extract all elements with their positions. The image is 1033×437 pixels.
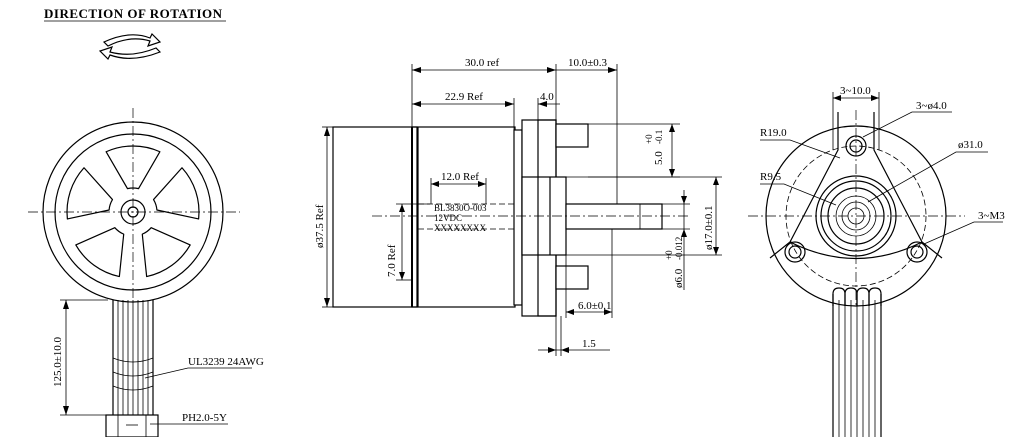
bolt-circle-leader [867,151,988,203]
front-window [141,227,191,278]
drawing-title: DIRECTION OF ROTATION [44,6,223,21]
motor-label-voltage: 12VDC [434,213,462,223]
motor-label-model: BL3830O-003 [434,203,487,213]
radius-outer-leader [760,139,841,159]
radius-inner-label: R9.5 [760,171,782,183]
cable-spec-leader [144,367,252,379]
mount-hole-right [906,241,928,263]
mount-hole-left [784,241,806,263]
output-shaft [565,203,663,230]
front-window [152,167,200,220]
boss-height-label: 5.0 [653,151,665,165]
connector-label: PH2.0-5Y [182,412,227,424]
motor-label-serial: XXXXXXXX [434,223,486,233]
shaft-diameter-label: ø6.0 [673,268,685,288]
rotor-bell [332,126,418,308]
body-length-label: 22.9 Ref [445,91,483,103]
slot-width-label: 3~10.0 [840,85,871,97]
rear-view: 3~10.0 3~ø4.0 R19.0 ø31.0 R9.5 3~M3 [748,85,1005,437]
mount-post-top [555,123,589,148]
cable-spec-label: UL3239 24AWG [188,356,264,368]
flange-label: 4.0 [540,91,554,103]
cable-length-label: 125.0±10.0 [52,336,64,387]
front-window [66,167,114,220]
front-window-set [66,145,200,278]
boss-height-tol-upper: +0 [644,134,654,144]
rotation-arrow-icon [98,32,162,61]
hole-diameter-label: 3~ø4.0 [916,100,947,112]
boss-height-tol-lower: -0.1 [654,130,664,144]
rear-cable-bundle [832,287,882,437]
radius-inner-leader [760,183,837,206]
overall-length-label: 30.0 ref [465,57,500,69]
base-thickness-label: 1.5 [582,338,596,350]
cable-bundle [112,300,154,415]
shaft-tol-upper: +0 [664,250,674,260]
hole-diameter-leader [862,111,952,138]
stator-body [411,126,516,308]
body-diameter-label: ø37.5 Ref [314,204,326,248]
shaft-tol-lower: -0.012 [674,237,684,260]
thread-label: 3~M3 [978,210,1005,222]
shaft-extension-label: 10.0±0.3 [568,57,608,69]
bolt-circle-label: ø31.0 [958,139,983,151]
front-window [75,227,125,278]
thread-leader [923,221,1003,245]
connector-housing [105,414,159,437]
wire-offset-label: 7.0 Ref [386,244,398,277]
side-view: BL3830O-003 12VDC XXXXXXXX 30.0 ref 10.0… [314,57,722,356]
boss-diameter-label: ø17.0±0.1 [703,205,715,250]
mount-plate [513,129,523,306]
mount-post-bottom [555,265,589,290]
radius-outer-label: R19.0 [760,127,787,139]
stator-length-label: 12.0 Ref [441,171,479,183]
front-window [105,145,161,190]
front-view: 125.0±10.0 UL3239 24AWG PH2.0-5Y [28,108,264,437]
shaft-flat-label: 6.0±0.1 [578,300,612,312]
